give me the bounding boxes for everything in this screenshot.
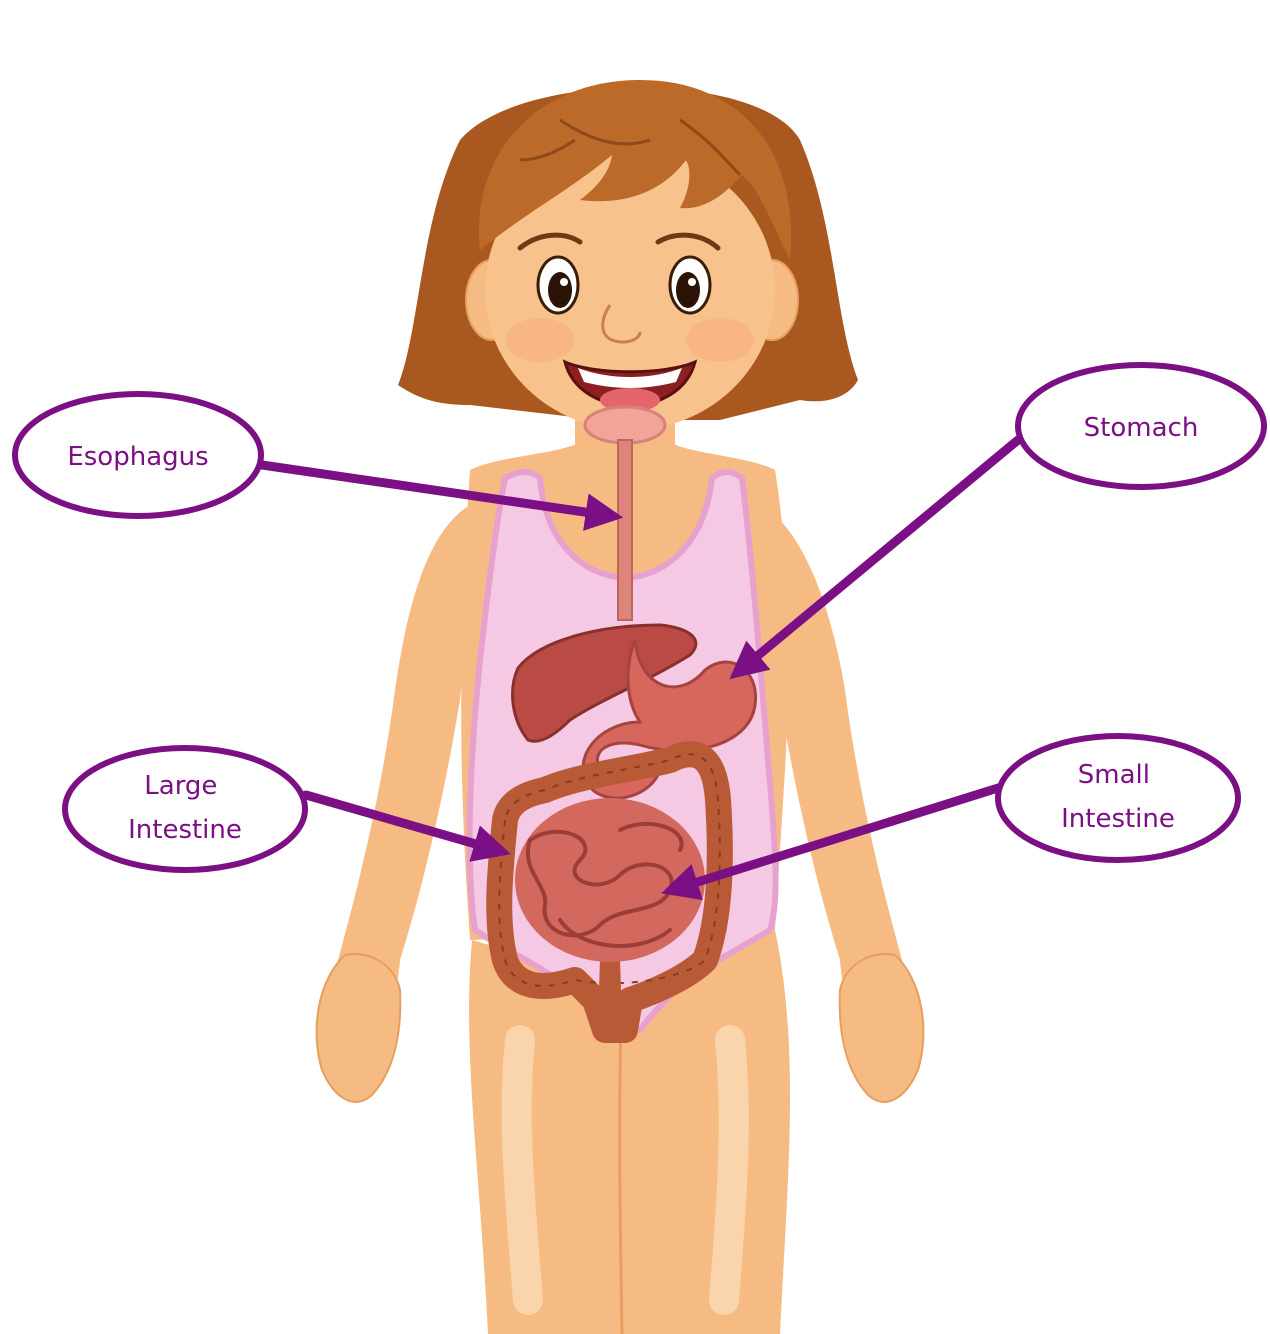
girl-illustration: [317, 80, 924, 1334]
esophagus-label-text: Esophagus: [67, 442, 208, 472]
cheek: [686, 318, 754, 362]
left-hand: [317, 954, 401, 1102]
cheek: [506, 318, 574, 362]
eye-shine: [560, 278, 568, 286]
stomach-label-text: Stomach: [1084, 413, 1199, 443]
esophagus-label: Esophagus: [15, 394, 261, 516]
pupil-right: [676, 272, 700, 308]
small-intestine-label-line-2: Intestine: [1061, 804, 1175, 834]
label-ellipse: [65, 748, 305, 870]
leg-highlight: [724, 1040, 734, 1300]
rectum: [598, 960, 622, 1028]
pupil-left: [548, 272, 572, 308]
large-intestine-label-line-1: Large: [144, 771, 217, 801]
eye-shine: [688, 278, 696, 286]
svg-text:Stomach: Stomach: [1084, 413, 1199, 443]
stomach-label: Stomach: [1018, 365, 1264, 487]
large-intestine-label-line-2: Intestine: [128, 815, 242, 845]
right-hand: [840, 954, 924, 1102]
leg-highlight: [517, 1040, 528, 1300]
small-intestine-label: Small Intestine: [998, 736, 1238, 860]
label-ellipse: [998, 736, 1238, 860]
small-intestine-label-line-1: Small: [1078, 760, 1150, 790]
esophagus-tube: [618, 440, 632, 620]
svg-text:Esophagus: Esophagus: [67, 442, 208, 472]
large-intestine-label: Large Intestine: [65, 748, 305, 870]
pharynx: [585, 407, 665, 443]
